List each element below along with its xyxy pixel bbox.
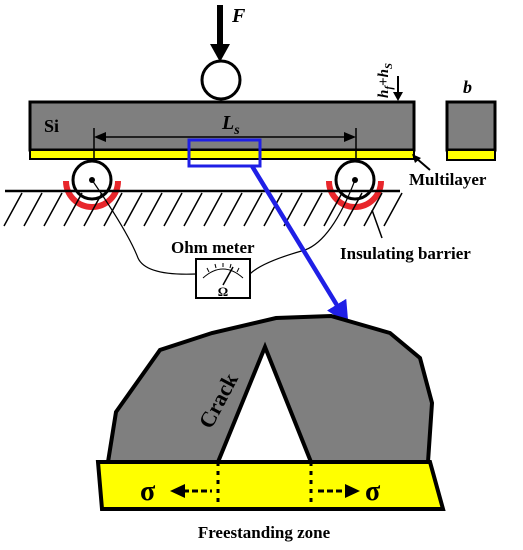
ohm-meter-scale (202, 268, 244, 279)
ground-hatch-line (243, 192, 263, 227)
multilayer-label: Multilayer (409, 170, 487, 189)
ground-hatch-line (183, 192, 203, 227)
multilayer-film (29, 149, 415, 160)
ground-hatch-line (143, 192, 163, 227)
left-support (63, 159, 121, 210)
span-label: Ls (221, 112, 240, 138)
ground-hatch-line (303, 192, 323, 227)
ground-hatch-line (123, 192, 143, 227)
silicon-label: Si (44, 116, 59, 136)
thickness-plus-h-text: +h (376, 69, 392, 86)
ground-hatch-line (323, 192, 343, 227)
thickness-h-text: h (376, 90, 392, 98)
thickness-label: hf+hS (376, 63, 395, 98)
ohm-meter-label: Ohm meter (171, 238, 255, 257)
right-support (326, 159, 384, 210)
span-dimension (93, 128, 357, 160)
loading-roller (200, 59, 242, 101)
cross-section-silicon (445, 100, 497, 152)
freestanding-zone-label: Freestanding zone (198, 523, 331, 542)
zoom-arrow (250, 164, 349, 324)
thickness-s-text: S (383, 63, 395, 69)
ground-hatch-line (383, 192, 403, 227)
zoom-region-box (187, 138, 262, 168)
force-label: F (231, 5, 246, 27)
ground-hatch-line (363, 192, 383, 227)
cross-section-multilayer (446, 149, 496, 161)
ground-hatch-line (3, 192, 23, 227)
left-stress-arrow (170, 484, 212, 498)
span-L-text: L (221, 112, 234, 134)
left-sigma: σ (140, 476, 156, 507)
ohm-meter-ticks (206, 263, 240, 273)
ground-hatch-line (83, 192, 103, 227)
ground-hatch-line (343, 192, 363, 227)
left-wire (91, 179, 197, 275)
barrier-leader (371, 209, 383, 239)
span-sub-text: s (233, 123, 240, 138)
force-arrow (210, 5, 230, 62)
ground-hatch-line (63, 192, 83, 227)
ground-hatch-line (163, 192, 183, 227)
thickness-f-text: f (383, 85, 395, 90)
ground-hatch-line (103, 192, 123, 227)
ground-hatch-line (203, 192, 223, 227)
ground-hatch-line (263, 192, 283, 227)
multilayer-leader-head (412, 154, 421, 163)
ground-hatch-line (223, 192, 243, 227)
insulating-barrier-label: Insulating barrier (340, 244, 471, 263)
ohm-symbol: Ω (218, 284, 228, 299)
ground-hatch-line (23, 192, 43, 227)
right-stress-arrow (318, 484, 360, 498)
thickness-arrow (393, 76, 403, 101)
ground-hatch-line (43, 192, 63, 227)
ohm-meter-needle (222, 266, 234, 286)
right-sigma: σ (365, 476, 381, 507)
width-label: b (463, 77, 472, 97)
